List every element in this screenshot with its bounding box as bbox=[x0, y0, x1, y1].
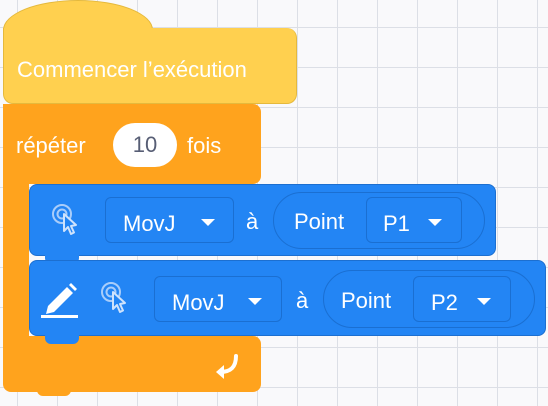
start-block-label: Commencer l’exécution bbox=[17, 57, 247, 82]
repeat-block-arm[interactable] bbox=[3, 178, 29, 346]
point-reporter-1[interactable] bbox=[273, 192, 485, 249]
repeat-times-label: fois bbox=[187, 133, 222, 158]
repeat-count-input[interactable]: 10 bbox=[113, 123, 177, 167]
point-dropdown-2[interactable] bbox=[413, 276, 511, 322]
loop-arrow-icon bbox=[216, 354, 238, 379]
caret-down-icon bbox=[477, 298, 491, 305]
hand-pointer-icon[interactable] bbox=[47, 200, 85, 238]
repeat-block-bottom[interactable] bbox=[3, 336, 261, 392]
motion-type-label: MovJ bbox=[172, 290, 225, 315]
pencil-icon[interactable] bbox=[40, 280, 80, 318]
start-block[interactable] bbox=[3, 28, 297, 104]
hand-pointer-icon[interactable] bbox=[96, 278, 134, 316]
motion-type-label: MovJ bbox=[123, 211, 176, 236]
point-value-label: P2 bbox=[431, 290, 458, 315]
start-block-dome-joint bbox=[4, 28, 152, 34]
preposition-label: à bbox=[246, 209, 259, 234]
movj-block-2-tab bbox=[45, 334, 79, 344]
preposition-label: à bbox=[296, 288, 309, 313]
caret-down-icon bbox=[428, 219, 442, 226]
repeat-label: répéter bbox=[16, 133, 86, 158]
point-type-label: Point bbox=[341, 288, 392, 313]
point-type-label: Point bbox=[294, 209, 345, 234]
point-value-label: P1 bbox=[383, 211, 410, 236]
point-dropdown-1[interactable] bbox=[366, 197, 462, 243]
repeat-block-notch bbox=[37, 388, 71, 396]
movj-block-1-tab bbox=[45, 254, 79, 264]
point-reporter-2[interactable] bbox=[323, 270, 535, 328]
caret-down-icon bbox=[201, 219, 215, 226]
caret-down-icon bbox=[248, 298, 262, 305]
